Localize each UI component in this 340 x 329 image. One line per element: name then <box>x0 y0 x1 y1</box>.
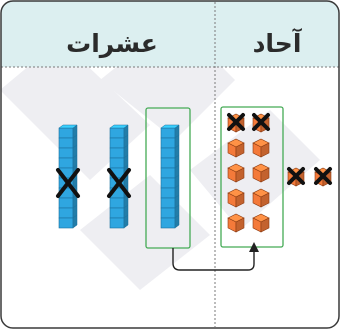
unit-cube-icon <box>314 167 332 187</box>
ones-header: آحاد <box>253 28 303 58</box>
unit-cube-icon <box>252 113 270 133</box>
cross-mark-icon <box>56 168 80 198</box>
table-header: عشرات آحاد <box>1 1 339 68</box>
unit-cube-icon <box>227 188 245 208</box>
ten-rod-icon <box>160 124 180 229</box>
ones-area <box>227 113 332 233</box>
unit-cube-icon <box>252 138 270 158</box>
tens-area <box>56 124 180 229</box>
cross-mark-icon <box>227 113 245 131</box>
ten-rod-icon <box>107 124 131 229</box>
cross-mark-icon <box>287 167 305 185</box>
unit-cube-icon <box>287 167 305 187</box>
tens-header: عشرات <box>66 29 158 59</box>
unit-cube-icon <box>227 213 245 233</box>
unit-cube-icon <box>227 113 245 133</box>
cross-mark-icon <box>314 167 332 185</box>
cross-mark-icon <box>252 113 270 131</box>
unit-cube-icon <box>252 163 270 183</box>
ten-rod-icon <box>56 124 80 229</box>
grouped-rod-box <box>145 107 191 249</box>
unit-cube-icon <box>252 188 270 208</box>
unit-cube-icon <box>227 163 245 183</box>
cross-mark-icon <box>107 168 131 198</box>
unit-cube-icon <box>252 213 270 233</box>
regroup-arrow-icon <box>172 242 259 271</box>
unit-cube-icon <box>227 138 245 158</box>
